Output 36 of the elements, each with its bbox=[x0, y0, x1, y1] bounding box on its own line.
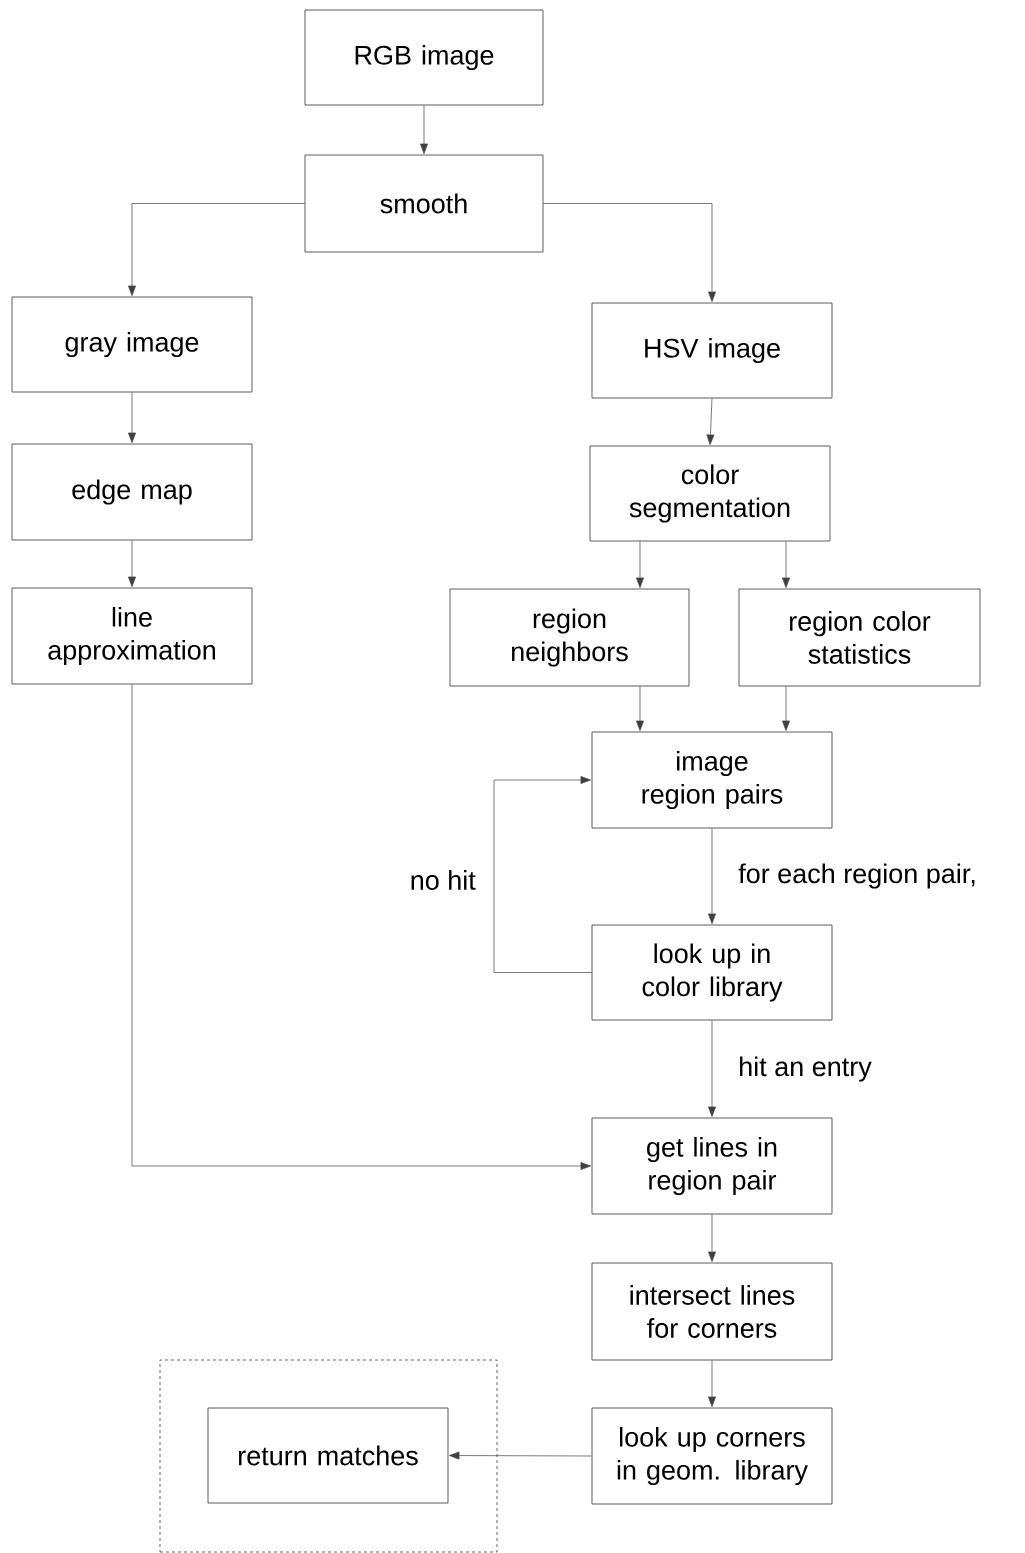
arrow bbox=[128, 203, 305, 296]
arrow bbox=[706, 398, 715, 445]
process-box: image region pairs bbox=[591, 731, 833, 829]
arrow bbox=[543, 203, 716, 302]
edge-label: hit an entry bbox=[740, 1056, 872, 1082]
arrow bbox=[636, 541, 644, 588]
arrow bbox=[493, 776, 592, 973]
process-box: region color statistics bbox=[738, 588, 981, 687]
arrow bbox=[449, 1451, 592, 1460]
arrow bbox=[708, 828, 716, 924]
process-box: smooth bbox=[304, 154, 544, 253]
process-box: RGB image bbox=[304, 9, 544, 106]
arrow bbox=[782, 541, 790, 588]
process-box: look up corners in geom. library bbox=[591, 1407, 833, 1505]
arrow bbox=[131, 684, 591, 1170]
process-box: intersect lines for corners bbox=[591, 1262, 833, 1361]
process-box: return matches bbox=[207, 1407, 449, 1504]
process-box: region neighbors bbox=[449, 588, 690, 687]
arrow bbox=[708, 1214, 716, 1262]
process-box: HSV image bbox=[591, 302, 833, 399]
dashed-frame bbox=[159, 1359, 498, 1553]
arrow bbox=[708, 1360, 716, 1407]
process-box: line approximation bbox=[11, 587, 253, 685]
arrow bbox=[708, 1020, 716, 1117]
process-box: look up in color library bbox=[591, 924, 833, 1021]
arrow bbox=[420, 105, 428, 154]
process-box: edge map bbox=[11, 443, 253, 541]
arrow bbox=[782, 686, 790, 731]
arrow bbox=[636, 686, 644, 731]
process-box: color segmentation bbox=[589, 445, 831, 542]
process-box: get lines in region pair bbox=[591, 1117, 833, 1215]
arrow bbox=[128, 392, 136, 443]
edge-label: for each region pair, bbox=[738, 863, 975, 889]
arrow bbox=[128, 540, 136, 587]
process-box: gray image bbox=[11, 296, 253, 393]
edge-label: no hit bbox=[411, 870, 476, 890]
